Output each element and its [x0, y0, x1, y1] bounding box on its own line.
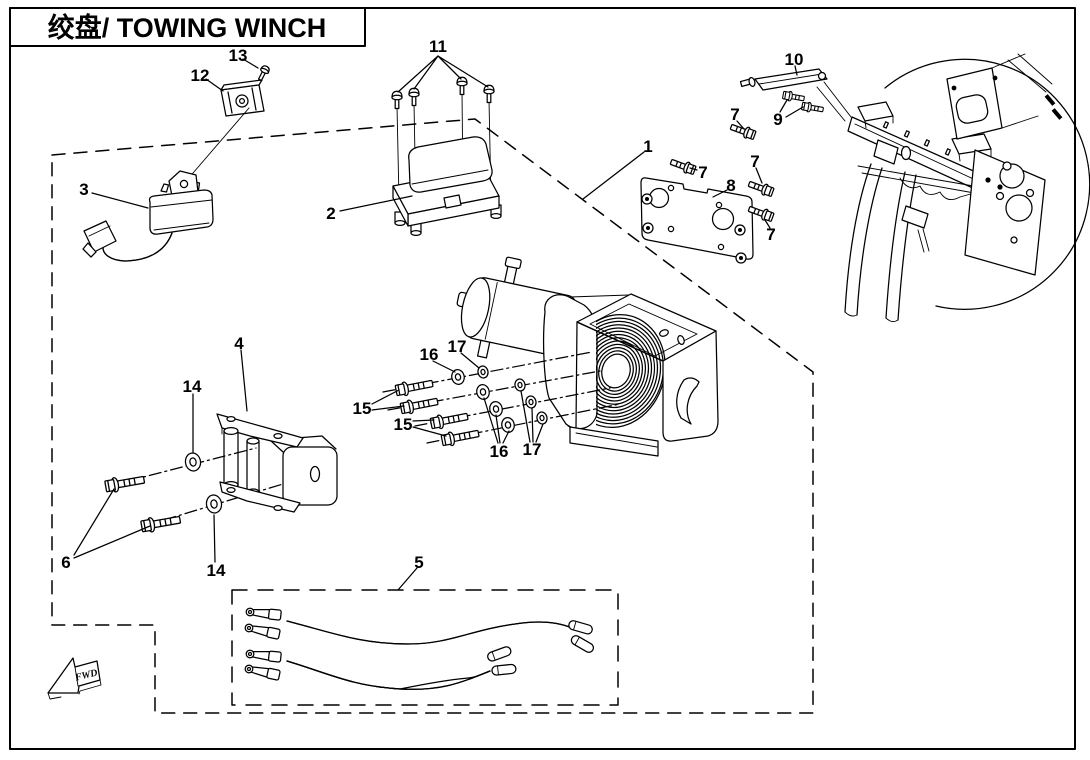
callout-14b: 14 [207, 561, 226, 580]
callout-1: 1 [643, 137, 652, 156]
callout-14a: 14 [183, 377, 202, 396]
part-3-winch-switch [82, 170, 214, 262]
callout-11: 11 [429, 37, 447, 56]
assembly-boundary-dashed [51, 118, 814, 714]
callout-15b: 15 [394, 415, 413, 434]
callout-13: 13 [229, 46, 248, 65]
part-5-battery-cables [231, 589, 619, 706]
callout-7d: 7 [766, 225, 775, 244]
fairlead-rollers [223, 426, 260, 496]
callout-9: 9 [773, 110, 782, 129]
callout-leaders [73, 55, 804, 591]
callout-12: 12 [191, 66, 210, 85]
callout-7a: 7 [730, 105, 739, 124]
callout-16b: 16 [490, 442, 509, 461]
callout-2: 2 [326, 204, 335, 223]
callout-6: 6 [61, 553, 70, 572]
callout-4: 4 [234, 334, 244, 353]
vehicle-frame [844, 53, 1090, 323]
bracket-to-switch-link [186, 107, 250, 181]
part-6-bolts [103, 472, 182, 535]
page-title: 绞盘/ TOWING WINCH [48, 12, 326, 43]
winch-gear-housing [542, 294, 598, 430]
callout-3: 3 [79, 180, 88, 199]
page-border [9, 7, 1076, 750]
callout-7b: 7 [698, 163, 707, 182]
part-12-switch-bracket [220, 79, 265, 117]
part-8-mounting-plate [640, 177, 754, 264]
callout-labels: 1 2 3 4 5 6 7 7 7 7 8 9 10 11 12 13 14 1… [61, 37, 803, 580]
callout-15a: 15 [353, 399, 372, 418]
part-13-screw [257, 65, 270, 82]
fwd-direction-marker: FWD [47, 657, 102, 700]
clutch-lever [676, 377, 700, 425]
callout-10: 10 [785, 50, 804, 69]
callout-8: 8 [726, 176, 735, 195]
callout-17b: 17 [523, 440, 542, 459]
callout-7c: 7 [750, 152, 759, 171]
title-box [9, 7, 366, 47]
callout-5: 5 [414, 553, 423, 572]
callout-16a: 16 [420, 345, 439, 364]
winch-assembly [456, 256, 719, 457]
part-2-contactor-box [392, 91, 502, 237]
callout-17a: 17 [448, 337, 467, 356]
receiver-box [269, 435, 338, 506]
part-4-mount-bracket [127, 413, 338, 521]
part-10-support-bracket [739, 68, 852, 122]
part-15-bolts [394, 376, 481, 448]
cables-dashed-box [231, 589, 619, 706]
part-9-bolts [781, 89, 825, 115]
